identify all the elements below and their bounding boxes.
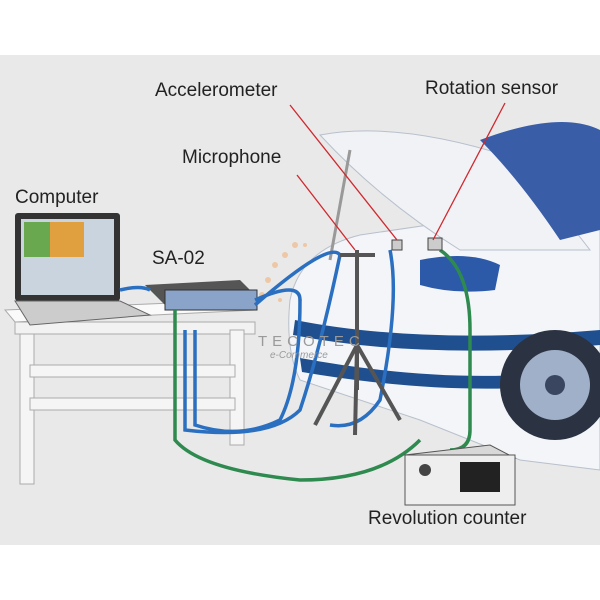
- label-revolution-counter: Revolution counter: [368, 508, 527, 529]
- microphone-tripod: [313, 250, 402, 436]
- cables: [119, 248, 472, 482]
- car: [288, 122, 600, 471]
- label-pointers: [289, 102, 506, 251]
- revolution-counter-device: [403, 444, 517, 506]
- hood-prop: [328, 149, 352, 261]
- rotation-sensor: [427, 237, 443, 251]
- sa-02-analyzer: [145, 280, 258, 311]
- watermark-subtext: e-Commerce: [270, 350, 328, 361]
- label-sa-02: SA-02: [152, 248, 205, 269]
- label-microphone: Microphone: [182, 147, 282, 168]
- label-rotation-sensor: Rotation sensor: [425, 78, 559, 99]
- accelerometer-sensor: [391, 239, 403, 251]
- laptop: [14, 213, 152, 326]
- label-accelerometer: Accelerometer: [155, 80, 278, 101]
- watermark-text: TECOTEC: [258, 333, 365, 350]
- windshield: [480, 122, 600, 240]
- label-computer: Computer: [15, 187, 99, 208]
